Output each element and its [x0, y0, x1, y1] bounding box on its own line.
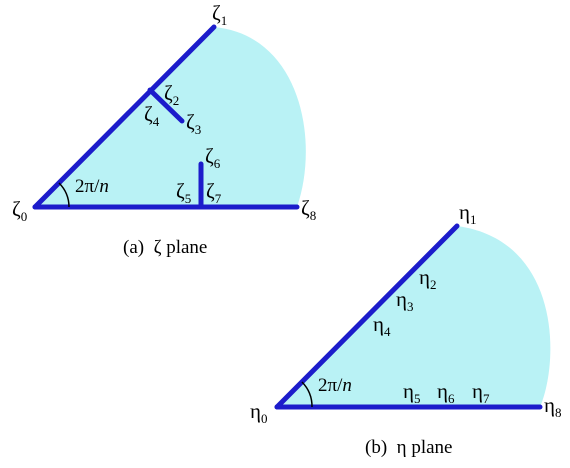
zeta-label-3: ζ3 — [186, 110, 201, 137]
eta-label-2: η2 — [419, 265, 436, 292]
eta-label-1: η1 — [459, 200, 476, 227]
zeta-angle-arc — [58, 182, 70, 208]
zeta-label-4: ζ4 — [144, 102, 160, 129]
eta-label-6: η6 — [437, 379, 455, 406]
zeta-plane-panel: 2π/n ζ0 ζ1 ζ2 ζ3 ζ4 ζ5 ζ6 ζ7 ζ8 (a) ζ pl… — [12, 1, 316, 258]
eta-slanted-edge — [274, 223, 460, 410]
eta-angle-arc — [301, 381, 313, 408]
zeta-panel-caption: (a) ζ plane — [123, 237, 207, 258]
eta-sector-fill — [277, 226, 551, 407]
eta-angle-label: 2π/n — [318, 375, 352, 396]
zeta-slanted-edge — [32, 24, 217, 210]
zeta-label-2: ζ2 — [164, 81, 179, 108]
eta-label-7: η7 — [472, 379, 490, 406]
zeta-label-0: ζ0 — [12, 197, 27, 224]
zeta-sector-fill — [35, 27, 306, 207]
zeta-angle-label: 2π/n — [75, 176, 109, 197]
zeta-label-8: ζ8 — [301, 196, 316, 223]
eta-plane-panel: 2π/n η0 η1 η2 η3 η4 η5 η6 η7 η8 (b) η pl… — [250, 200, 561, 458]
eta-panel-caption: (b) η plane — [365, 437, 453, 458]
eta-label-3: η3 — [396, 287, 413, 314]
zeta-oblique-slit — [147, 87, 185, 124]
eta-label-8: η8 — [544, 393, 561, 420]
zeta-label-7: ζ7 — [206, 179, 222, 206]
zeta-label-5: ζ5 — [176, 179, 191, 206]
eta-label-4: η4 — [373, 312, 391, 339]
zeta-label-6: ζ6 — [205, 144, 221, 171]
zeta-label-1: ζ1 — [212, 1, 227, 28]
eta-label-0: η0 — [250, 399, 267, 426]
eta-label-5: η5 — [403, 379, 420, 406]
